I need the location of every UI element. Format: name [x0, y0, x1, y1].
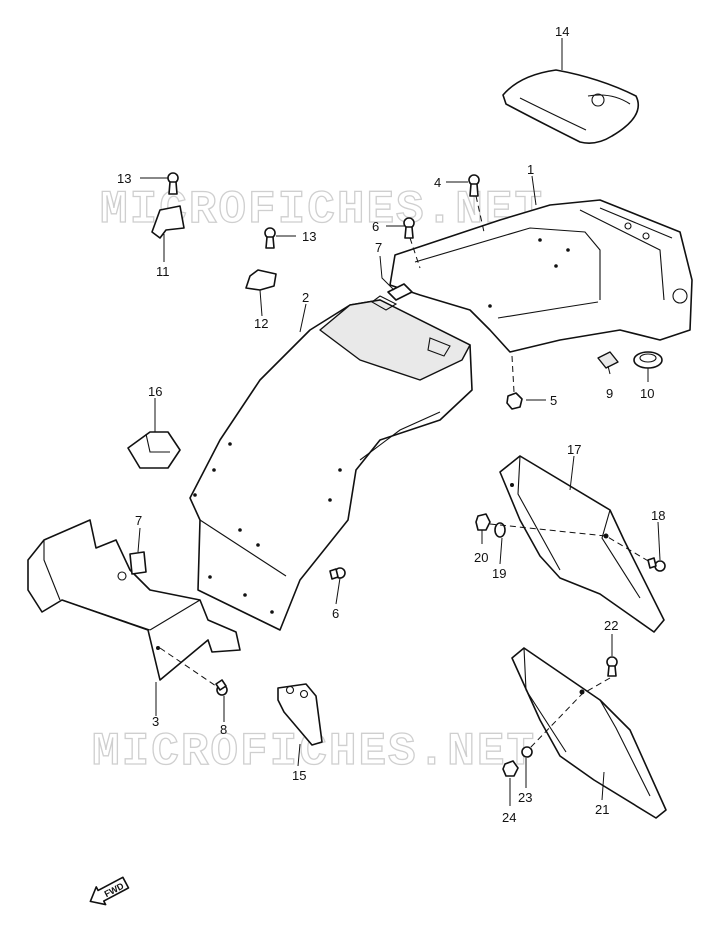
- assembly-line-5: [511, 355, 515, 393]
- callout-9: 9: [606, 386, 613, 401]
- callout-22: 22: [604, 618, 618, 633]
- part-20-nut: [475, 513, 491, 531]
- part-8-screw: [215, 679, 228, 696]
- part-17-side-bracket: [499, 455, 665, 633]
- assembly-line-3: [159, 647, 217, 687]
- part-3-mud-guard: [27, 519, 241, 681]
- part-9-pad: [597, 351, 619, 369]
- part-10-grommet: [633, 351, 663, 369]
- assembly-line-21: [529, 677, 611, 749]
- callout-21: 21: [595, 802, 609, 817]
- callout-18: 18: [651, 508, 665, 523]
- callout-12: 12: [254, 316, 268, 331]
- callout-20: 20: [474, 550, 488, 565]
- part-6-bolt-upper: [403, 217, 415, 239]
- part-12-clamp: [245, 269, 277, 291]
- part-24-nut: [502, 760, 519, 777]
- callout-24: 24: [502, 810, 516, 825]
- callout-5: 5: [550, 393, 557, 408]
- callout-13-center: 13: [302, 229, 316, 244]
- part-13-bolt-center: [264, 227, 276, 249]
- callout-19: 19: [492, 566, 506, 581]
- callout-3: 3: [152, 714, 159, 729]
- part-23-washer: [521, 746, 533, 758]
- part-4-bolt: [468, 174, 480, 197]
- callout-7-upper: 7: [375, 240, 382, 255]
- part-15-plate: [277, 683, 323, 746]
- callout-6-lower: 6: [332, 606, 339, 621]
- assembly-line-17: [489, 523, 651, 563]
- callout-14: 14: [555, 24, 569, 39]
- callout-10: 10: [640, 386, 654, 401]
- assembly-line-6: [409, 237, 421, 269]
- part-5-nut: [506, 392, 523, 410]
- callout-7-lower: 7: [135, 513, 142, 528]
- part-13-bolt-left: [167, 172, 179, 195]
- part-1-rear-fender-upper: [389, 199, 693, 353]
- part-22-bolt: [606, 656, 618, 677]
- part-21-side-bracket: [511, 647, 667, 819]
- part-7-clip-upper: [387, 283, 413, 301]
- callout-11: 11: [156, 264, 170, 279]
- part-19-washer: [494, 522, 506, 538]
- callout-2: 2: [302, 290, 309, 305]
- part-2-rear-fender: [189, 295, 473, 631]
- leader-lines: [137, 38, 661, 806]
- assembly-line-4: [475, 195, 485, 233]
- part-18-bolt: [647, 557, 666, 572]
- callout-16: 16: [148, 384, 162, 399]
- callout-23: 23: [518, 790, 532, 805]
- callout-17: 17: [567, 442, 581, 457]
- part-6-bolt-lower: [329, 567, 346, 580]
- fwd-arrow-icon: FWD: [89, 876, 130, 906]
- part-16-bracket: [127, 431, 181, 469]
- callout-15: 15: [292, 768, 306, 783]
- callout-6-upper: 6: [372, 219, 379, 234]
- callout-8: 8: [220, 722, 227, 737]
- part-11-clamp: [151, 205, 185, 239]
- part-7-clip-lower: [129, 551, 147, 575]
- callout-13-left: 13: [117, 171, 131, 186]
- part-14-tool-bag: [502, 69, 640, 144]
- callout-4: 4: [434, 175, 441, 190]
- callout-1: 1: [527, 162, 534, 177]
